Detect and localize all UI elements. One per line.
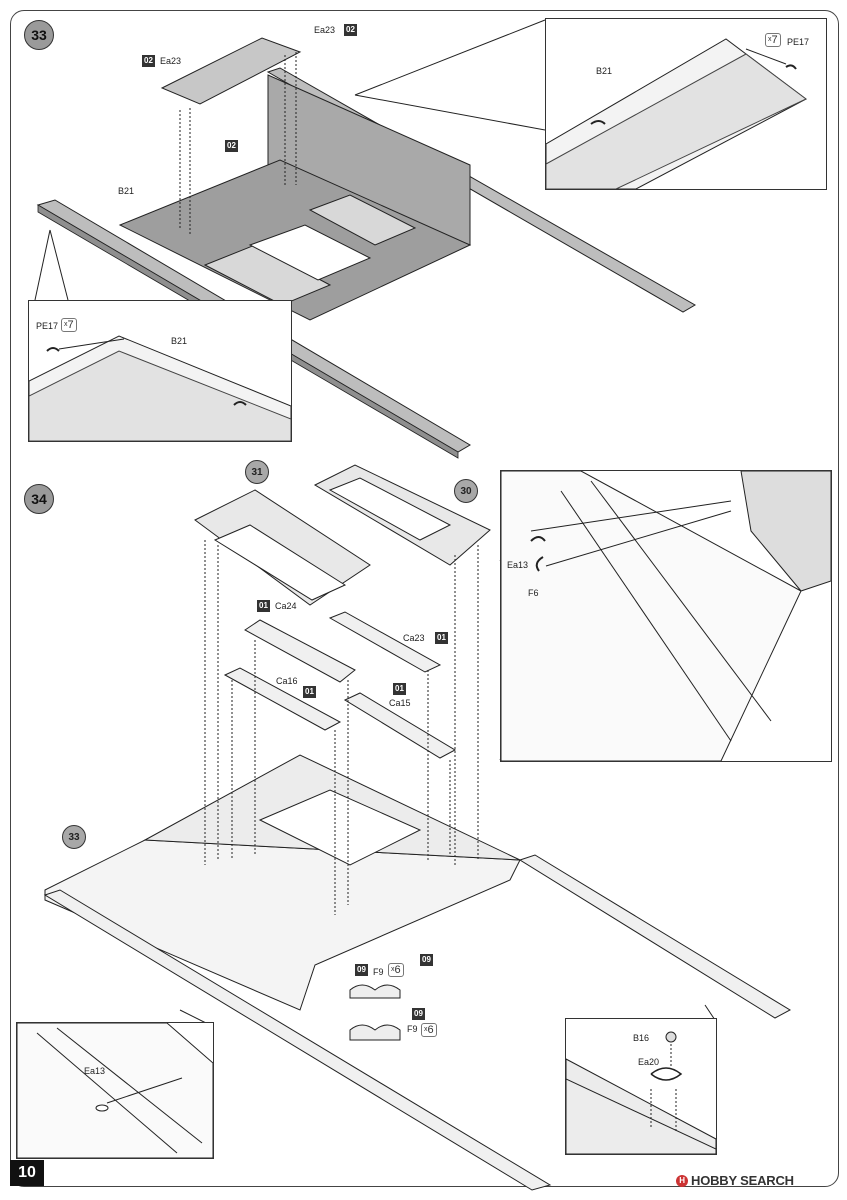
step-34-number: 34 bbox=[24, 484, 54, 514]
watermark: H HOBBY SEARCH bbox=[676, 1173, 794, 1188]
label-ca23: Ca23 bbox=[403, 633, 425, 643]
step-34-inset-top-right bbox=[500, 470, 832, 762]
page-frame bbox=[10, 10, 839, 1187]
label-f9-b: F9 bbox=[407, 1024, 418, 1034]
label-ea13-inset-bl: Ea13 bbox=[84, 1066, 106, 1076]
page-number: 10 bbox=[10, 1160, 44, 1186]
step-33-inset-left bbox=[28, 300, 292, 442]
label-ca16: Ca16 bbox=[276, 676, 298, 686]
qty-pe17-inset-left: x7 bbox=[61, 318, 77, 332]
qty-pe17-inset-right: x7 bbox=[765, 33, 781, 47]
ref-assembly-31: 31 bbox=[245, 460, 269, 484]
badge-ca16: 01 bbox=[303, 686, 316, 698]
label-b16-inset-br: B16 bbox=[633, 1033, 650, 1043]
label-ea23-top: Ea23 bbox=[314, 25, 336, 35]
qty-f9-a: x6 bbox=[388, 963, 404, 977]
hobbysearch-logo-icon: H bbox=[676, 1174, 688, 1187]
label-f9-a: F9 bbox=[373, 967, 384, 977]
ref-assembly-33: 33 bbox=[62, 825, 86, 849]
label-f6-inset-tr: F6 bbox=[528, 588, 539, 598]
step-34-inset-bottom-left bbox=[16, 1022, 214, 1159]
label-ea23-left: Ea23 bbox=[160, 56, 182, 66]
badge-f9-top-b: 09 bbox=[420, 954, 433, 966]
label-ca15: Ca15 bbox=[389, 698, 411, 708]
step-33-number: 33 bbox=[24, 20, 54, 50]
label-b21-inset-left: B21 bbox=[171, 336, 188, 346]
badge-ea23-left: 02 bbox=[142, 55, 155, 67]
label-ea20-inset-br: Ea20 bbox=[638, 1057, 660, 1067]
qty-f9-b: x6 bbox=[421, 1023, 437, 1037]
ref-assembly-30: 30 bbox=[454, 479, 478, 503]
watermark-text: HOBBY SEARCH bbox=[691, 1173, 794, 1188]
badge-ca24: 01 bbox=[257, 600, 270, 612]
badge-f9-b: 09 bbox=[412, 1008, 425, 1020]
label-pe17-inset-left: PE17 bbox=[36, 321, 59, 331]
label-b21-main: B21 bbox=[118, 186, 135, 196]
badge-ea23-top: 02 bbox=[344, 24, 357, 36]
step-33-inset-right bbox=[545, 18, 827, 190]
badge-f9-top-a: 09 bbox=[355, 964, 368, 976]
badge-ca23: 01 bbox=[435, 632, 448, 644]
step-34-inset-bottom-right bbox=[565, 1018, 717, 1155]
label-pe17-inset-right: PE17 bbox=[787, 37, 810, 47]
label-ea13-inset-tr: Ea13 bbox=[507, 560, 529, 570]
badge-floor: 02 bbox=[225, 140, 238, 152]
badge-ca15: 01 bbox=[393, 683, 406, 695]
label-b21-inset-right: B21 bbox=[596, 66, 613, 76]
label-ca24: Ca24 bbox=[275, 601, 297, 611]
